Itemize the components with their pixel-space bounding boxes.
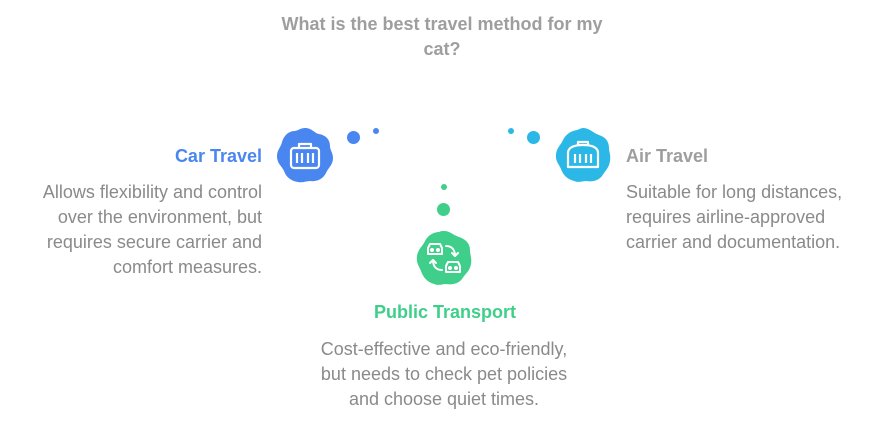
car-travel-description: Allows flexibility and control over the …: [42, 182, 262, 277]
car-connector-dot-large: [347, 131, 360, 144]
public-transport-node: [414, 228, 474, 288]
air-travel-node: [553, 125, 613, 185]
public-connector-dot-small: [441, 184, 447, 190]
public-transport-heading: Public Transport: [373, 302, 517, 322]
public-transport-blob: [416, 231, 472, 285]
car-travel-heading: Car Travel: [174, 146, 262, 166]
public-transport-description: Cost-effective and eco-friendly, but nee…: [320, 339, 568, 409]
public-connector-dot-large: [437, 203, 450, 216]
air-travel-blob: [555, 128, 611, 182]
pet-crate-icon: [566, 140, 600, 169]
diagram-title: What is the best travel method for my ca…: [281, 14, 603, 59]
car-travel-blob: [277, 128, 333, 183]
vehicles-swap-icon: [427, 243, 461, 273]
car-connector-dot-small: [373, 128, 379, 134]
air-connector-dot-small: [508, 128, 514, 134]
air-travel-description: Suitable for long distances, requires ai…: [626, 182, 843, 252]
air-travel-heading: Air Travel: [626, 146, 709, 166]
pet-carrier-icon: [289, 142, 321, 170]
car-travel-node: [275, 125, 335, 185]
air-connector-dot-large: [527, 131, 540, 144]
